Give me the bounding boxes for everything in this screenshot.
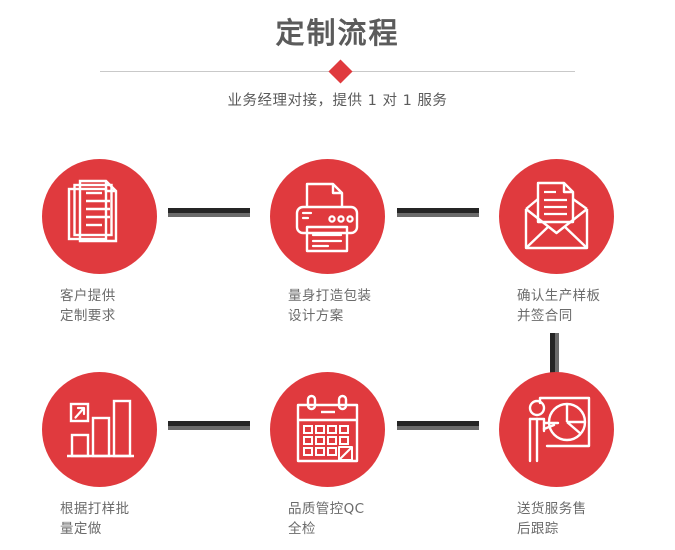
connector-step2-step3 (397, 208, 479, 217)
connector-bar-dark (397, 421, 479, 426)
calendar-check-icon (296, 394, 359, 463)
connector-bar-dark (168, 421, 250, 426)
connector-step3-step6 (550, 333, 559, 375)
bar-chart-growth-icon (67, 399, 134, 458)
envelope-letter-icon (524, 181, 589, 250)
connector-bar-dark (168, 208, 250, 213)
documents-stack-icon (67, 179, 118, 243)
presenter-pie-chart-icon (528, 396, 591, 463)
connector-step5-step6 (397, 421, 479, 430)
connector-step1-step2 (168, 208, 250, 217)
page-title: 定制流程 (275, 16, 400, 50)
step-4-label: 根据打样批 量定做 (60, 501, 130, 537)
step-1-circle[interactable] (42, 159, 157, 274)
connector-bar-dark (397, 208, 479, 213)
connector-bar-dark (550, 333, 555, 375)
connector-bar-shade (397, 426, 479, 430)
step-3-label: 确认生产样板 并签合同 (517, 288, 601, 324)
step-2-label: 量身打造包装 设计方案 (288, 288, 372, 324)
connector-bar-shade (168, 213, 250, 217)
step-6-label: 送货服务售 后跟踪 (517, 501, 587, 537)
connector-bar-shade (397, 213, 479, 217)
step-4-circle[interactable] (42, 372, 157, 487)
step-6-circle[interactable] (499, 372, 614, 487)
step-5-label: 品质管控QC 全检 (288, 501, 365, 537)
step-3-circle[interactable] (499, 159, 614, 274)
page-subtitle: 业务经理对接，提供 1 对 1 服务 (227, 93, 448, 109)
step-1-label: 客户提供 定制要求 (60, 288, 116, 324)
connector-bar-shade (555, 333, 559, 375)
printer-icon (295, 182, 359, 253)
connector-bar-shade (168, 426, 250, 430)
connector-step4-step5 (168, 421, 250, 430)
step-2-circle[interactable] (270, 159, 385, 274)
diamond-marker-icon (328, 59, 353, 84)
step-5-circle[interactable] (270, 372, 385, 487)
